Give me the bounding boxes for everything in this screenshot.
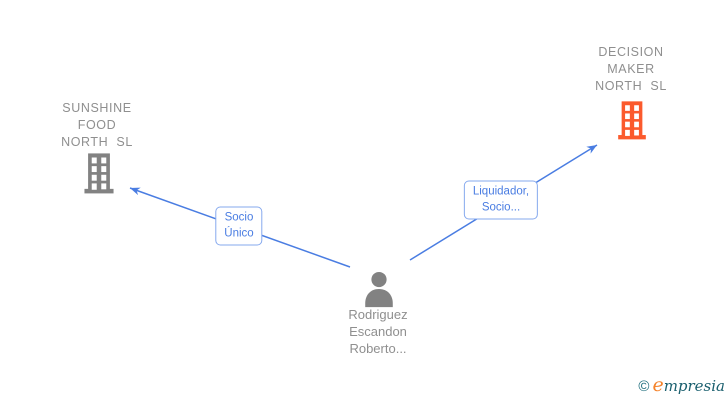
node-label-decision-maker-north-sl[interactable]: DECISION MAKER NORTH SL bbox=[566, 44, 696, 95]
edge-label-line: Liquidador, bbox=[472, 185, 530, 198]
company-name-line: MAKER bbox=[607, 62, 655, 76]
person-name-line: Roberto... bbox=[349, 341, 407, 356]
empresia-logo-initial: e bbox=[652, 374, 664, 396]
copyright-icon: © bbox=[638, 378, 650, 395]
company-name-line: DECISION bbox=[598, 45, 664, 59]
building-icon-orange[interactable] bbox=[613, 99, 651, 140]
company-name-line: NORTH SL bbox=[595, 79, 667, 93]
company-name-line: NORTH SL bbox=[61, 135, 133, 149]
edge-label-line: Socio... bbox=[481, 201, 521, 213]
person-name-line: Rodriguez bbox=[348, 307, 408, 322]
edge-label-line: Único bbox=[224, 227, 254, 239]
building-icon-gray[interactable] bbox=[79, 151, 119, 194]
empresia-logo-text: mpresia bbox=[663, 377, 725, 395]
node-label-sunshine-food-north-sl[interactable]: SUNSHINE FOOD NORTH SL bbox=[32, 100, 162, 151]
edge-label-liquidador-socio[interactable]: Liquidador, Socio... bbox=[463, 180, 539, 220]
empresia-logo[interactable]: ©empresia bbox=[638, 374, 725, 396]
edge-label-line: Socio bbox=[224, 211, 254, 224]
person-name-line: Escandon bbox=[349, 324, 407, 339]
person-icon[interactable] bbox=[358, 271, 400, 309]
company-name-line: SUNSHINE bbox=[62, 101, 132, 115]
company-name-line: FOOD bbox=[77, 118, 117, 132]
edge-label-socio-unico[interactable]: Socio Único bbox=[215, 206, 263, 246]
node-label-rodriguez-escandon-roberto[interactable]: Rodriguez Escandon Roberto... bbox=[308, 306, 448, 357]
